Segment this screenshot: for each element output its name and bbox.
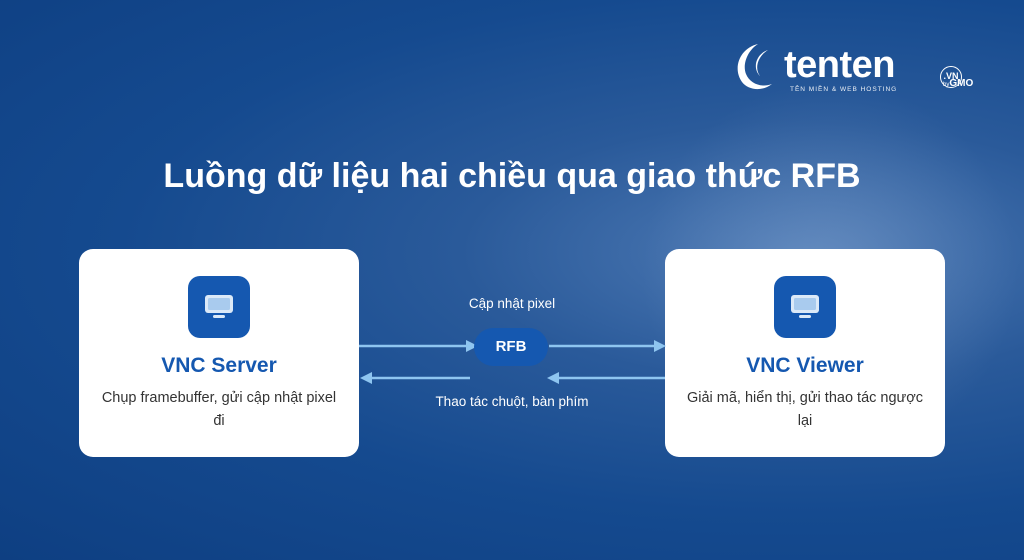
monitor-icon bbox=[205, 295, 233, 318]
arrow-head-rfb-to-server bbox=[360, 372, 372, 384]
logo-swoosh-icon bbox=[737, 44, 772, 90]
monitor-icon bbox=[791, 295, 819, 318]
logo-vn-badge: .VN bbox=[940, 66, 962, 88]
logo-parent: GMO bbox=[949, 78, 974, 89]
logo-tagline: TÊN MIỀN & WEB HOSTING bbox=[790, 86, 898, 93]
vnc-server-card: VNC Server Chụp framebuffer, gửi cập nhậ… bbox=[79, 249, 359, 457]
logo-wordmark: tenten bbox=[784, 44, 896, 86]
vnc-server-name: VNC Server bbox=[161, 354, 277, 377]
vnc-viewer-name: VNC Viewer bbox=[746, 354, 864, 377]
logo-by: by bbox=[943, 82, 950, 88]
logo-gmo: byGMO bbox=[943, 78, 973, 89]
vnc-server-description: Chụp framebuffer, gửi cập nhật pixel đi bbox=[101, 390, 337, 429]
vnc-viewer-description: Giải mã, hiển thị, gửi thao tác ngược lạ… bbox=[686, 390, 924, 429]
vnc-viewer-card: VNC Viewer Giải mã, hiển thị, gửi thao t… bbox=[665, 249, 945, 457]
forward-flow-label: Cập nhật pixel bbox=[468, 296, 556, 311]
viewer-icon-tile bbox=[774, 276, 836, 338]
backward-flow-label: Thao tác chuột, bàn phím bbox=[435, 394, 589, 409]
arrow-head-rfb-to-viewer bbox=[654, 340, 666, 352]
arrow-head-viewer-to-rfb bbox=[547, 372, 559, 384]
server-icon-tile bbox=[188, 276, 250, 338]
page-title: Luồng dữ liệu hai chiều qua giao thức RF… bbox=[163, 157, 861, 195]
arrow-head-server-to-rfb bbox=[466, 340, 478, 352]
tenten-logo: tenten .VN TÊN MIỀN & WEB HOSTING byGMO bbox=[728, 38, 990, 100]
rfb-protocol-badge: RFB bbox=[474, 328, 548, 366]
